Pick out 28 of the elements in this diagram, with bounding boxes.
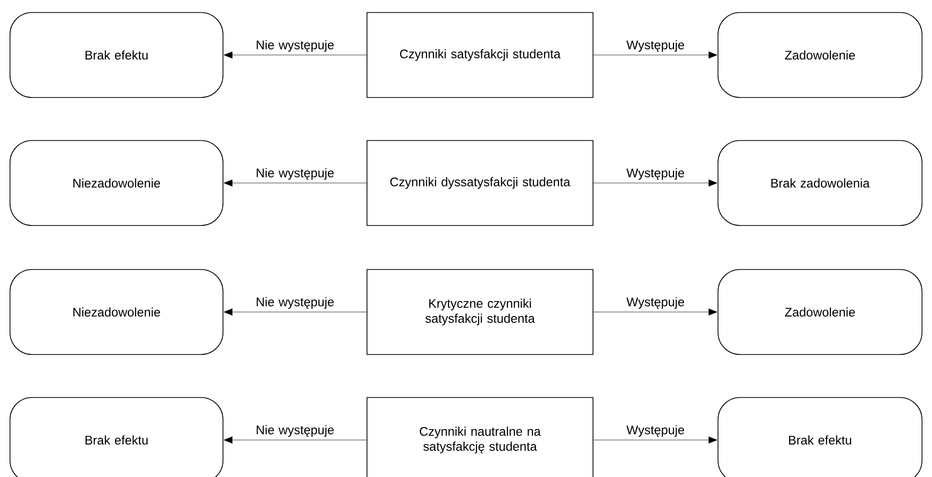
arrow [224,52,367,58]
rounded-box: Zadowolenie [718,12,922,98]
rounded-box: Niezadowolenie [10,269,224,355]
arrow [593,180,718,186]
edge-label: Występuje [626,40,684,52]
edge-label: Występuje [626,168,684,180]
edge-label: Nie występuje [256,40,334,52]
rounded-box: Brak efektu [10,397,224,477]
arrow [593,52,718,58]
arrow [593,436,718,444]
rounded-box: Niezadowolenie [10,140,224,226]
edge-label: Nie występuje [256,168,334,180]
rounded-box: Zadowolenie [718,269,922,355]
arrow [224,436,367,444]
process-box: Czynniki nautralne na satysfakcję studenta [366,397,594,477]
rounded-box: Brak efektu [718,397,922,477]
rounded-box: Brak efektu [10,12,224,98]
edge-label: Występuje [626,297,684,309]
edge-label: Nie występuje [256,297,334,309]
process-box: Czynniki dyssatysfakcji studenta [366,140,594,226]
arrow [224,308,367,316]
process-box: Czynniki satysfakcji studenta [366,12,594,98]
arrow [593,308,718,316]
rounded-box: Brak zadowolenia [718,140,922,226]
edge-label: Występuje [626,425,684,437]
arrow [224,180,367,186]
process-box: Krytyczne czynniki satysfakcji studenta [366,269,594,355]
edge-label: Nie występuje [256,425,334,437]
